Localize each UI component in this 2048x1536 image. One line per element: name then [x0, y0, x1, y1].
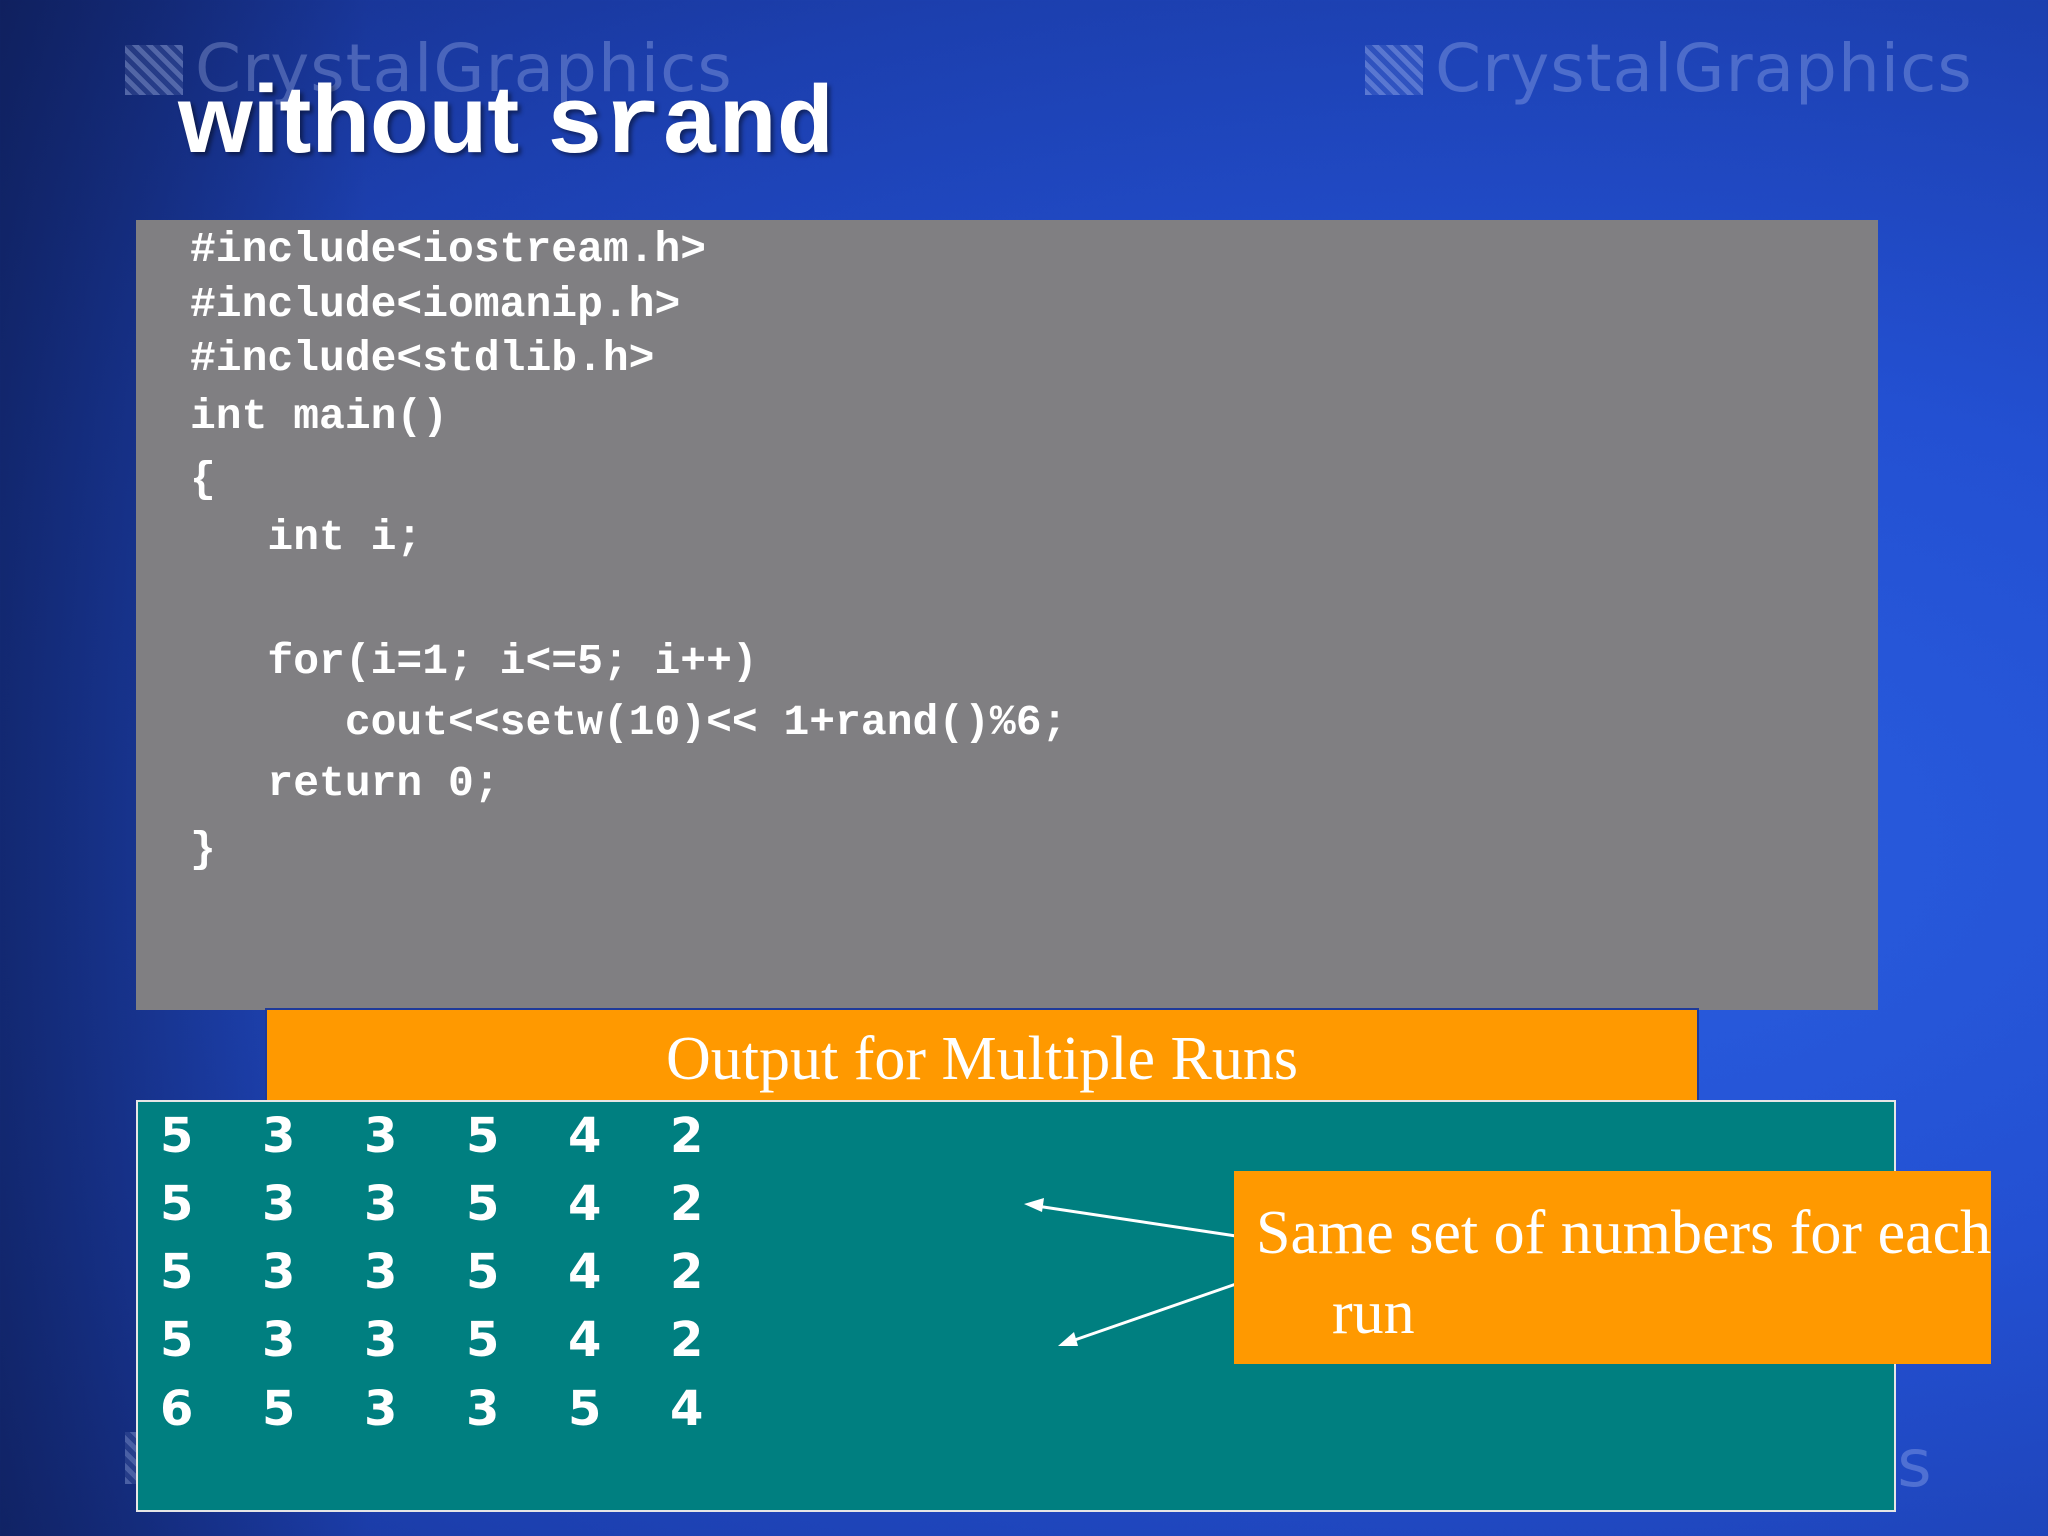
output-value: 5 [568, 1381, 602, 1437]
output-value: 2 [670, 1108, 704, 1164]
output-value: 3 [262, 1108, 296, 1164]
watermark-text: CrystalGraphics [195, 30, 733, 107]
output-value: 3 [364, 1312, 398, 1368]
watermark-top-left: CrystalGraphics [125, 30, 733, 107]
code-line: int main() [190, 392, 449, 441]
output-value: 4 [568, 1312, 602, 1368]
output-value: 2 [670, 1176, 704, 1232]
output-header-label: Output for Multiple Runs [665, 1025, 1299, 1093]
code-line: #include<stdlib.h> [190, 334, 655, 383]
output-value: 2 [670, 1244, 704, 1300]
output-value: 3 [262, 1176, 296, 1232]
output-value: 5 [160, 1108, 194, 1164]
code-line: cout<<setw(10)<< 1+rand()%6; [190, 698, 1068, 747]
output-value: 5 [466, 1108, 500, 1164]
watermark-top-right: CrystalGraphics [1365, 30, 1973, 107]
output-value: 4 [568, 1244, 602, 1300]
output-value: 3 [364, 1108, 398, 1164]
output-value: 3 [364, 1381, 398, 1437]
code-line: int i; [190, 513, 423, 562]
code-panel [136, 220, 1878, 1010]
output-value: 5 [466, 1176, 500, 1232]
output-value: 5 [160, 1176, 194, 1232]
output-value: 5 [466, 1312, 500, 1368]
title-code: srand [545, 72, 834, 181]
output-value: 4 [670, 1381, 704, 1437]
output-value: 5 [262, 1381, 296, 1437]
code-line: return 0; [190, 759, 500, 808]
crystalgraphics-logo-icon [1365, 45, 1423, 95]
output-value: 3 [364, 1244, 398, 1300]
output-header: Output for Multiple Runs [265, 1008, 1699, 1104]
output-value: 6 [160, 1381, 194, 1437]
code-line: } [190, 825, 216, 874]
output-value: 3 [262, 1244, 296, 1300]
output-value: 5 [160, 1312, 194, 1368]
callout-text: Same set of numbers for each run [1256, 1199, 1992, 1347]
output-value: 5 [466, 1244, 500, 1300]
output-value: 5 [160, 1244, 194, 1300]
output-value: 2 [670, 1312, 704, 1368]
output-value: 4 [568, 1108, 602, 1164]
code-line: #include<iomanip.h> [190, 280, 681, 329]
output-value: 3 [364, 1176, 398, 1232]
title-text: without [178, 66, 520, 173]
output-value: 4 [568, 1176, 602, 1232]
callout-box: Same set of numbers for each run [1234, 1171, 1991, 1364]
code-line: for(i=1; i<=5; i++) [190, 637, 758, 686]
crystalgraphics-logo-icon [125, 45, 183, 95]
code-line: { [190, 455, 216, 504]
watermark-text: CrystalGraphics [1435, 30, 1973, 107]
output-value: 3 [466, 1381, 500, 1437]
slide-title: without srand [178, 72, 834, 175]
output-value: 3 [262, 1312, 296, 1368]
code-line: #include<iostream.h> [190, 225, 707, 274]
